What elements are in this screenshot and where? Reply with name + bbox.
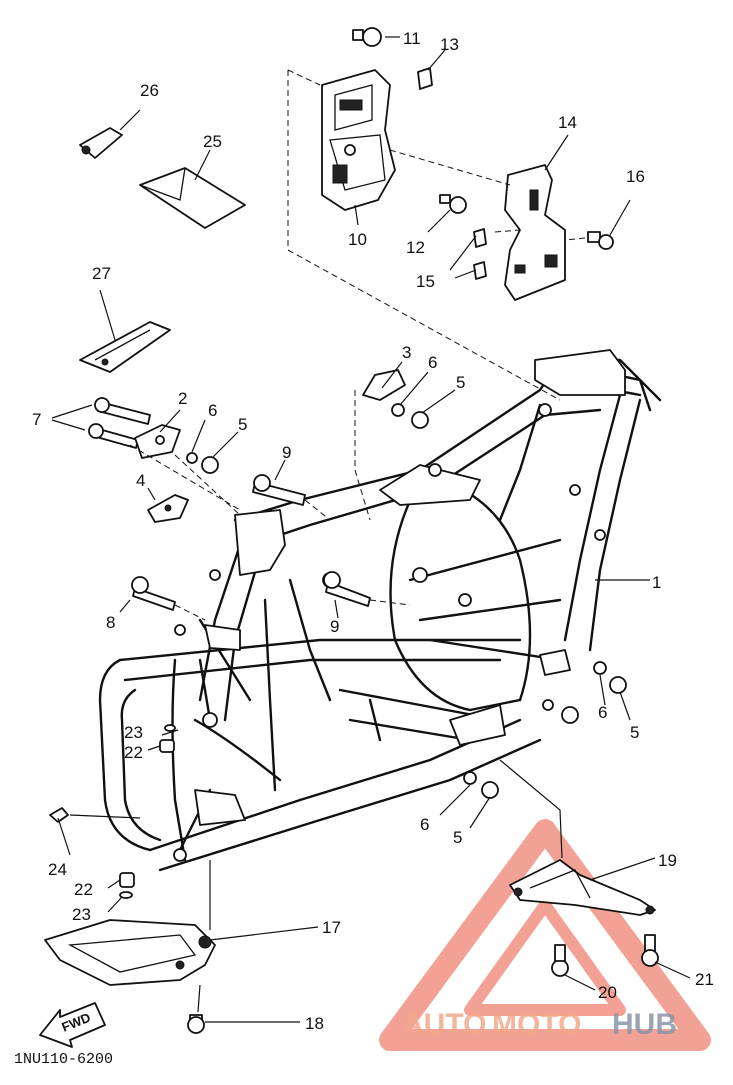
main-frame xyxy=(98,349,662,872)
callout-12: 12 xyxy=(406,238,425,257)
watermark-hub: HUB xyxy=(612,1008,677,1041)
bolt-20 xyxy=(551,944,569,977)
bolt-9b xyxy=(323,571,371,607)
bolt-18 xyxy=(187,1014,205,1034)
callout-21: 21 xyxy=(695,970,714,989)
clip-24 xyxy=(49,807,69,823)
callout-8: 8 xyxy=(106,613,115,632)
battery-box xyxy=(321,69,396,211)
nut-5e xyxy=(481,781,499,799)
part-27-cover xyxy=(79,321,171,373)
watermark-logo-icon xyxy=(379,819,711,1051)
callout-9a: 9 xyxy=(282,443,291,462)
callout-14: 14 xyxy=(558,113,577,132)
grommet-22a xyxy=(159,739,175,753)
callout-17: 17 xyxy=(322,918,341,937)
callout-19: 19 xyxy=(658,851,677,870)
diagram-code: 1NU110-6200 xyxy=(14,1051,113,1068)
callout-25: 25 xyxy=(203,132,222,151)
callout-16: 16 xyxy=(626,167,645,186)
callout-5d: 5 xyxy=(453,828,462,847)
clip-13 xyxy=(417,67,433,90)
callout-23a: 23 xyxy=(124,723,143,742)
leader-lines xyxy=(51,36,691,1023)
callout-numbers: 11 13 26 25 14 16 10 12 15 27 3 6 5 2 7 … xyxy=(32,29,714,1033)
callout-4: 4 xyxy=(136,471,145,490)
bracket-2 xyxy=(134,424,181,459)
washer-6e xyxy=(463,771,477,785)
callout-11: 11 xyxy=(403,29,421,48)
callout-2: 2 xyxy=(178,389,187,408)
callout-22a: 22 xyxy=(124,743,143,762)
clips-15 xyxy=(473,228,487,280)
skid-plate-17 xyxy=(44,919,216,986)
callout-20: 20 xyxy=(598,983,617,1002)
callout-15: 15 xyxy=(416,272,435,291)
washer-6d xyxy=(542,699,554,711)
washer-6b xyxy=(391,403,405,417)
nut-5b xyxy=(411,411,429,429)
callout-6c: 6 xyxy=(598,703,607,722)
collar-23b xyxy=(119,891,133,899)
bolt-16 xyxy=(587,231,614,250)
bolt-12 xyxy=(439,194,467,214)
bracket-4 xyxy=(147,494,189,523)
callout-13: 13 xyxy=(440,35,459,54)
callout-24: 24 xyxy=(48,860,67,879)
nut-5d xyxy=(561,706,579,724)
battery-bracket xyxy=(504,164,566,301)
part-26-clip xyxy=(79,127,123,159)
nut-5c xyxy=(609,676,627,694)
callout-27: 27 xyxy=(92,264,111,283)
callout-26: 26 xyxy=(140,81,159,100)
callout-6a: 6 xyxy=(208,401,217,420)
nut-5a xyxy=(201,456,219,474)
watermark-auto: AUTO xyxy=(402,1008,486,1041)
bolts-7 xyxy=(88,397,151,449)
washer-6a xyxy=(186,452,198,464)
grommet-22b xyxy=(119,872,135,888)
bolt-21 xyxy=(641,934,659,967)
callout-9b: 9 xyxy=(330,617,339,636)
washer-6c xyxy=(593,661,607,675)
part-25-envelope xyxy=(139,167,246,229)
callout-10: 10 xyxy=(348,230,367,249)
fwd-arrow-icon: FWD xyxy=(39,1002,106,1048)
bolt-11 xyxy=(352,27,382,47)
callout-5b: 5 xyxy=(456,373,465,392)
callout-5a: 5 xyxy=(238,415,247,434)
callout-5c: 5 xyxy=(630,723,639,742)
bolt-8 xyxy=(131,576,176,611)
bolt-9a xyxy=(252,474,306,506)
callout-1: 1 xyxy=(652,573,661,592)
callout-18: 18 xyxy=(305,1014,324,1033)
callout-6b: 6 xyxy=(428,353,437,372)
guard-19 xyxy=(509,859,656,916)
watermark-moto: MOTO xyxy=(492,1008,581,1041)
callout-22b: 22 xyxy=(74,880,93,899)
callout-6d: 6 xyxy=(420,815,429,834)
callout-23b: 23 xyxy=(72,905,91,924)
callout-7: 7 xyxy=(32,410,41,429)
callout-3: 3 xyxy=(402,343,411,362)
watermark-text: AUTO MOTO HUB xyxy=(402,1008,677,1041)
collar-23a xyxy=(164,724,176,732)
